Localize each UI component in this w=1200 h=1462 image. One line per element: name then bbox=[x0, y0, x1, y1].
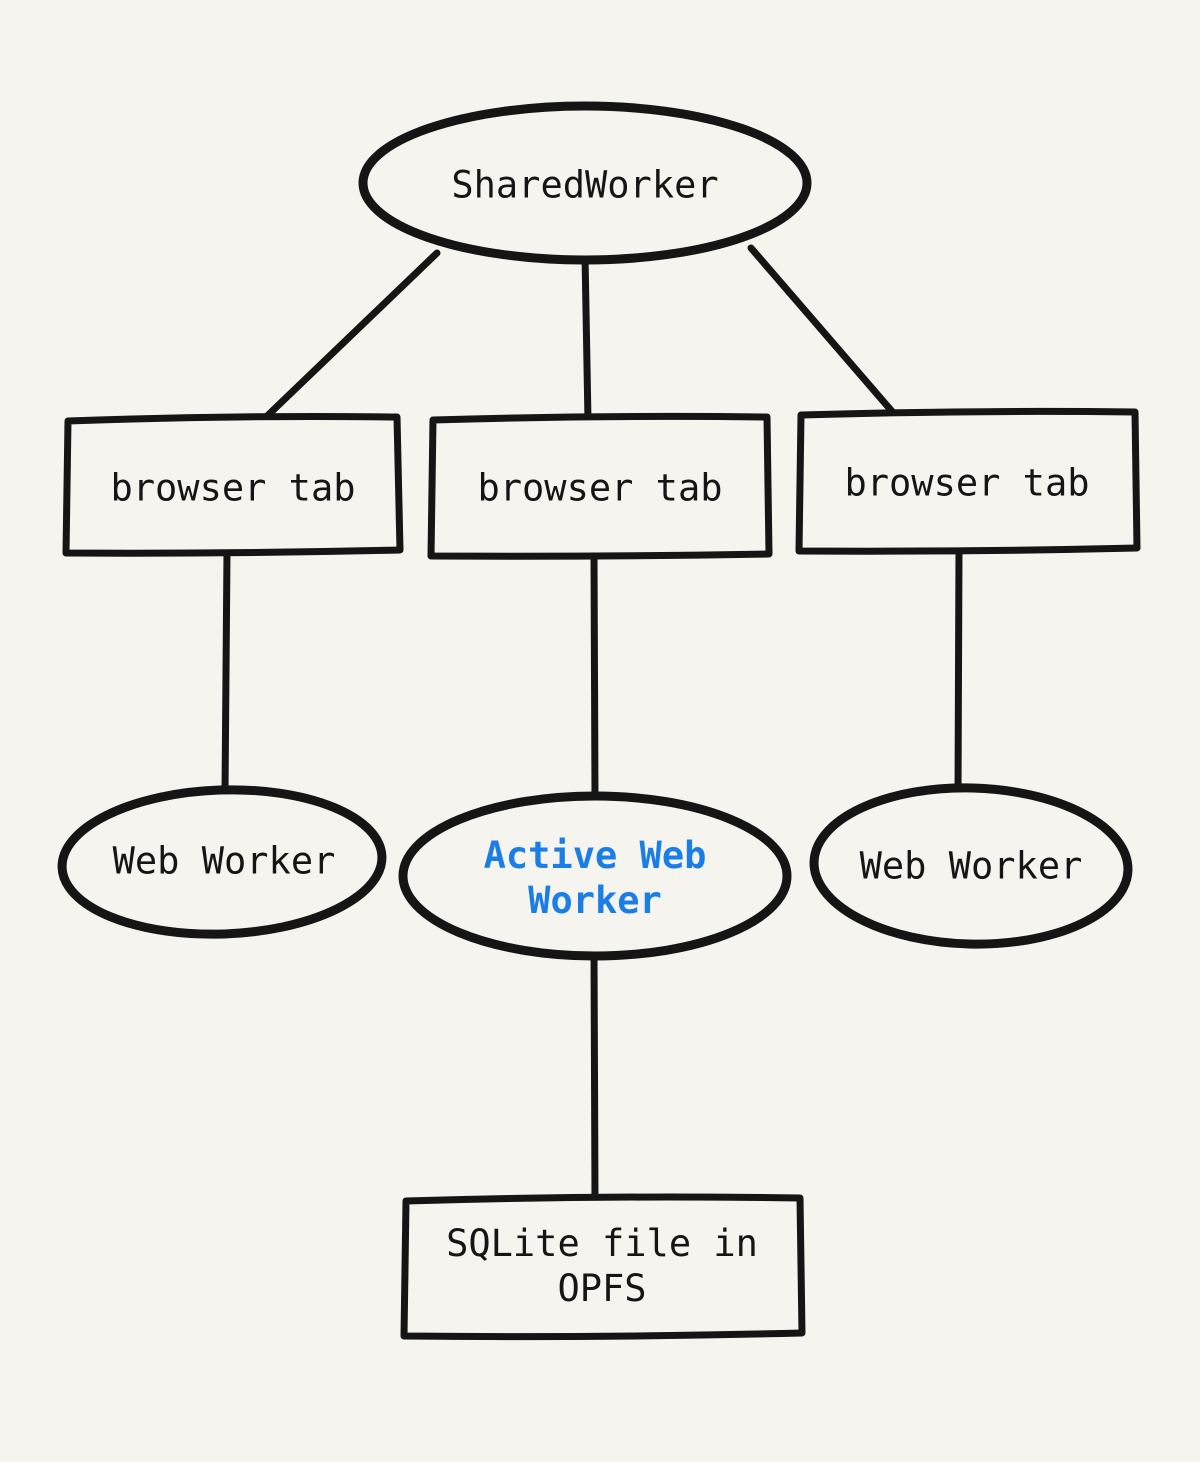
browser-tab-right-node bbox=[795, 407, 1141, 555]
browser-tab-right-label: browser tab bbox=[844, 461, 1090, 505]
shared-worker-node bbox=[358, 101, 812, 265]
browser-tab-left-label: browser tab bbox=[110, 466, 356, 510]
browser-tab-left-node bbox=[62, 413, 404, 557]
active-web-worker-node bbox=[398, 791, 792, 961]
edge-group bbox=[221, 244, 963, 1205]
edge-sharedworker-to-tab-middle bbox=[581, 251, 592, 425]
edge-sharedworker-to-tab-right bbox=[747, 244, 900, 420]
shared-worker-label: SharedWorker bbox=[451, 163, 719, 207]
browser-tab-middle-label: browser tab bbox=[477, 466, 723, 510]
sqlite-file-node bbox=[400, 1193, 806, 1341]
edge-sharedworker-to-tab-left bbox=[261, 249, 441, 422]
active-web-worker-label: Active Web Worker bbox=[483, 833, 707, 922]
sqlite-file-label: SQLite file in OPFS bbox=[446, 1221, 758, 1310]
web-worker-left-node bbox=[57, 785, 387, 939]
edge-tab-middle-to-active-worker bbox=[590, 551, 599, 802]
edge-tab-right-to-webworker-right bbox=[954, 545, 963, 798]
node-group bbox=[57, 101, 1141, 1341]
web-worker-right-node bbox=[809, 783, 1133, 949]
web-worker-right-label: Web Worker bbox=[859, 844, 1083, 888]
edge-active-worker-to-sqlite bbox=[590, 947, 599, 1205]
edge-tab-left-to-webworker-left bbox=[221, 548, 231, 797]
browser-tab-middle-node bbox=[427, 412, 773, 560]
web-worker-left-label: Web Worker bbox=[112, 839, 336, 883]
